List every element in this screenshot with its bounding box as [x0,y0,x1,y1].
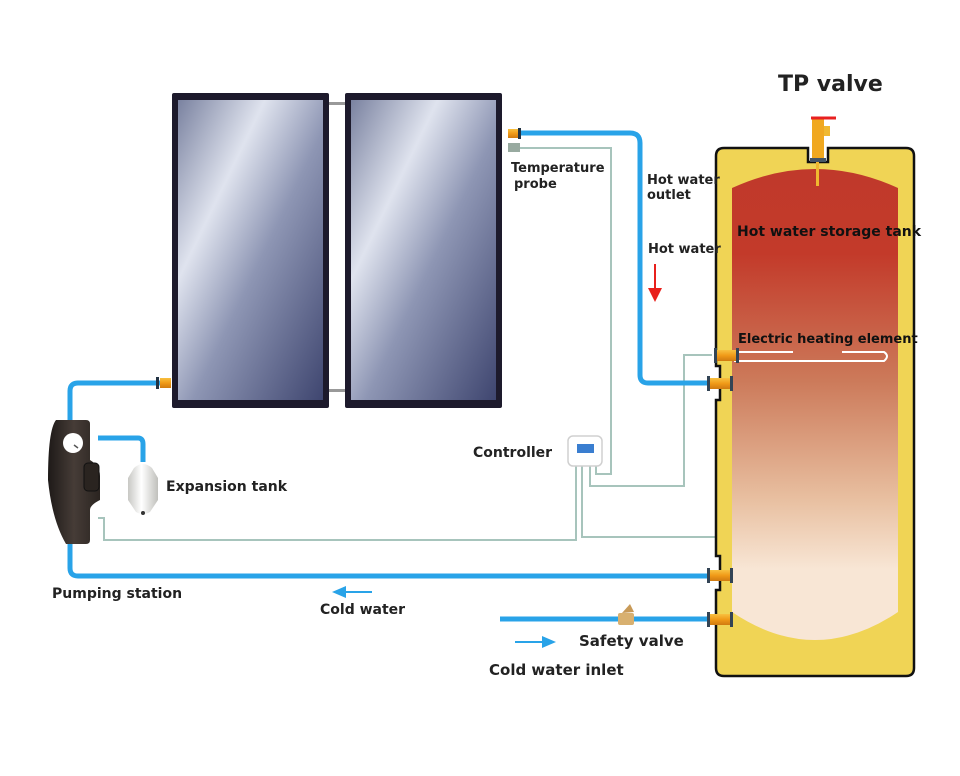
hot-water-outlet-label-line1: Hot water [647,173,720,188]
cold-water-label: Cold water [320,602,406,618]
controller [567,435,603,467]
safety-valve-label: Safety valve [579,632,684,650]
collector-return-pipe [67,380,160,425]
solar-collector-1 [172,93,329,408]
temperature-probe-sensor [508,143,520,152]
expansion-tank-label: Expansion tank [166,479,288,495]
expansion-pipe [98,435,146,462]
pumping-station-label: Pumping station [52,586,183,602]
electric-heating-element [734,351,888,362]
tank-fittings [707,348,739,627]
hot-water-label: Hot water [648,242,721,257]
pump-wire [98,464,577,541]
hot-water-arrow [648,264,662,302]
storage-tank [714,146,916,678]
sensor-wires [98,147,722,541]
probe-wire [519,147,612,475]
expansion-tank [128,464,158,515]
storage-tank-label: Hot water storage tank [737,224,922,240]
controller-label: Controller [473,445,553,461]
hot-water-pipe [520,130,712,386]
collector-connector-bottom [329,389,346,392]
return-pipe [67,540,712,579]
tp-valve [810,116,836,186]
controller-display [577,444,594,453]
cold-water-arrow [332,586,372,598]
collector-inlet-fitting [160,378,171,388]
temperature-probe-label-line1: Temperature [511,161,605,176]
collector-outlet-fitting [508,129,519,138]
heating-element-label: Electric heating element [738,332,918,347]
temperature-probe-label-line2: probe [514,177,557,192]
cold-water-inlet-label: Cold water inlet [489,661,624,679]
tp-valve-label: TP valve [778,72,883,97]
cold-inlet-arrow [515,636,556,648]
heating-element-wire [589,354,712,487]
solar-collector-2 [345,93,502,408]
pressure-gauge [63,433,83,453]
tank-sensor-wire [581,464,722,538]
collector-connector-top [329,102,346,105]
pumping-station [48,420,100,544]
safety-valve [618,604,634,625]
hot-water-outlet-label-line2: outlet [647,188,691,203]
